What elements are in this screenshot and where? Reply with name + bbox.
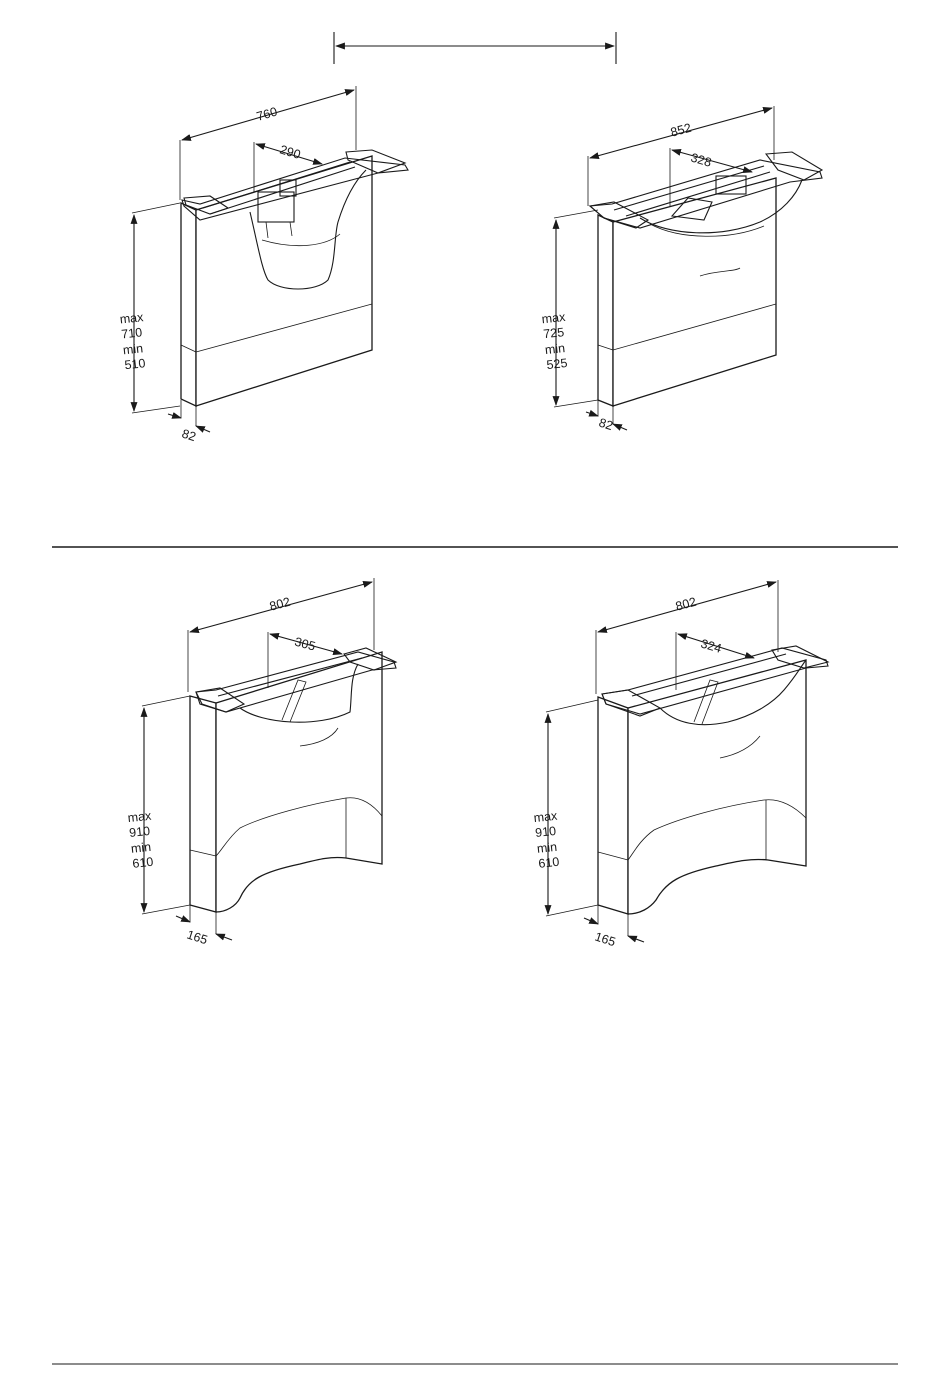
dim-thickness-label: 82 — [180, 427, 198, 445]
unit-top-right: 852 328 max 725 min 525 82 — [541, 106, 822, 433]
dim-depth-inner-label: 324 — [699, 637, 723, 656]
height-max-label: max — [533, 809, 559, 825]
height-max-label: max — [541, 310, 567, 326]
cabinet-body — [181, 203, 196, 406]
height-min-value: 610 — [538, 855, 560, 871]
height-max-value: 725 — [543, 325, 565, 341]
dim-width-label: 802 — [674, 595, 698, 614]
dim-height: max 910 min 610 — [533, 700, 598, 916]
dim-height: max 910 min 610 — [127, 696, 190, 914]
dim-height: max 725 min 525 — [541, 210, 598, 407]
height-min-label: min — [544, 341, 566, 357]
height-max-label: max — [127, 809, 153, 825]
cabinet-body — [190, 696, 216, 912]
cabinet-body — [598, 215, 613, 406]
dim-thickness-label: 82 — [597, 416, 615, 434]
unit-bottom-left: 802 305 max 910 min 610 165 — [127, 578, 396, 947]
dim-thickness-label: 165 — [593, 930, 617, 950]
height-min-label: min — [130, 840, 152, 856]
cabinet-body — [598, 697, 628, 914]
dim-thickness-label: 165 — [185, 928, 209, 948]
bracket-right — [766, 152, 822, 180]
height-max-label: max — [119, 310, 145, 326]
height-max-value: 710 — [121, 325, 143, 341]
dim-thickness: 82 — [586, 400, 627, 433]
cabinet-front — [628, 660, 806, 914]
cabinet-front — [196, 156, 372, 406]
height-max-value: 910 — [129, 824, 151, 840]
height-min-label: min — [536, 840, 558, 856]
dim-width-label: 852 — [669, 121, 693, 140]
unit-top-left: 760 290 max 710 min 510 82 — [119, 86, 408, 444]
top-overall-dimension — [334, 32, 616, 64]
dim-depth-inner-label: 290 — [278, 142, 302, 161]
height-min-value: 525 — [546, 356, 568, 372]
dim-width-label: 802 — [268, 595, 292, 614]
dim-height: max 710 min 510 — [119, 203, 180, 413]
height-min-value: 610 — [132, 855, 154, 871]
height-min-value: 510 — [124, 356, 146, 372]
height-min-label: min — [122, 341, 144, 357]
dim-depth-inner-label: 305 — [293, 635, 317, 654]
unit-bottom-right: 802 324 max 910 min 610 165 — [533, 580, 828, 949]
dim-width-label: 760 — [255, 105, 279, 124]
dim-depth-inner-label: 328 — [689, 151, 713, 170]
height-max-value: 910 — [535, 824, 557, 840]
